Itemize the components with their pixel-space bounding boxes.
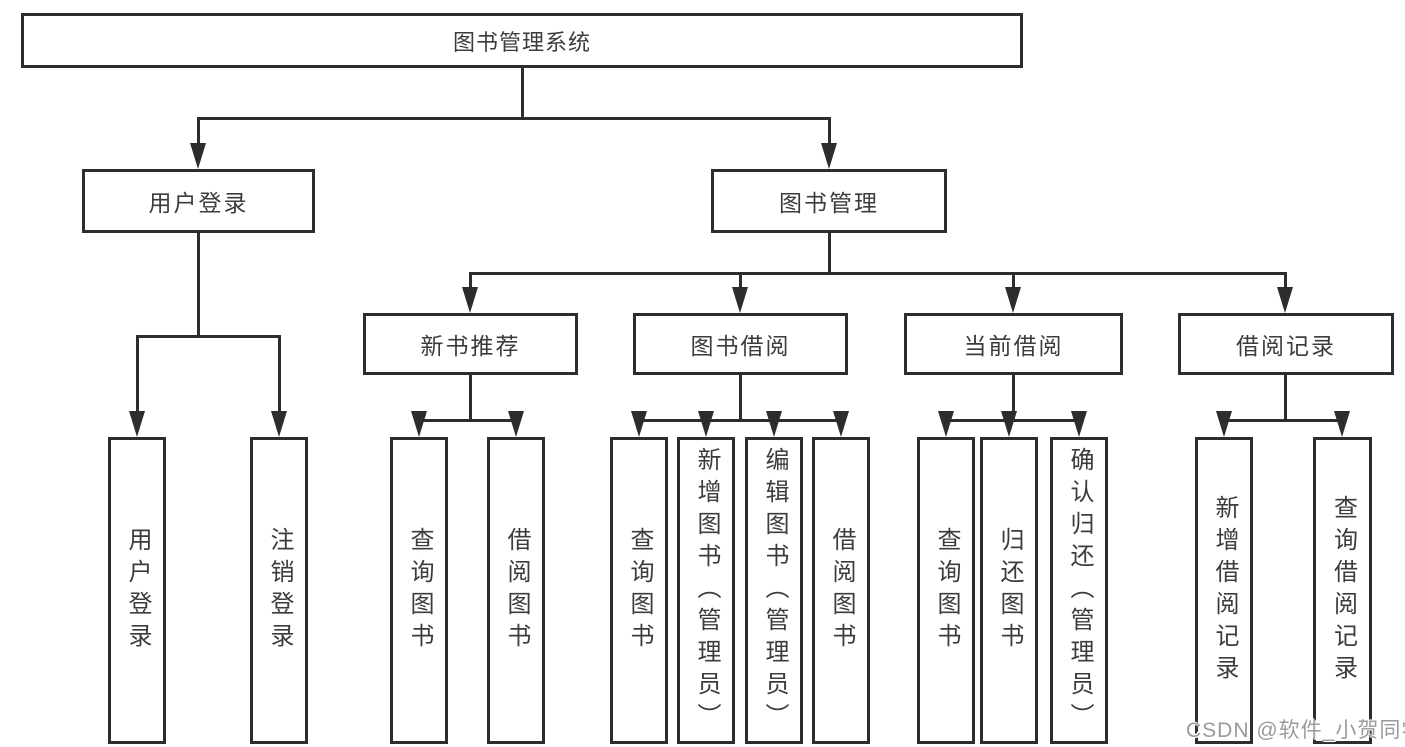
leaf-query-borrow-record: 查询借阅记录	[1313, 437, 1372, 744]
connector-line	[1222, 419, 1344, 422]
leaf-label: 编辑图书（管理员）	[761, 446, 788, 735]
connector-line	[828, 233, 831, 274]
connector-line	[469, 272, 1287, 275]
node-user-login: 用户登录	[82, 169, 315, 233]
leaf-query-books: 查询图书	[390, 437, 448, 744]
connector-line	[278, 335, 281, 415]
node-current-borrowing: 当前借阅	[904, 313, 1123, 375]
leaf-label: 新增图书（管理员）	[693, 446, 720, 735]
connector-line	[136, 335, 139, 415]
leaf-add-borrow-record: 新增借阅记录	[1195, 437, 1253, 744]
leaf-label: 查询借阅记录	[1329, 494, 1357, 687]
node-label: 用户登录	[148, 190, 249, 216]
node-borrowing-records: 借阅记录	[1178, 313, 1394, 375]
arrowhead-icon	[1005, 287, 1021, 313]
node-label: 当前借阅	[963, 333, 1064, 359]
arrowhead-icon	[698, 411, 714, 437]
connector-line	[197, 233, 200, 337]
connector-line	[197, 117, 831, 120]
leaf-label: 新增借阅记录	[1211, 494, 1238, 687]
arrowhead-icon	[508, 411, 524, 437]
leaf-label: 归还图书	[996, 526, 1023, 655]
leaf-confirm-return-admin: 确认归还（管理员）	[1050, 437, 1108, 744]
connector-line	[469, 375, 472, 422]
leaf-label: 借阅图书	[503, 526, 530, 655]
leaf-label: 确认归还（管理员）	[1066, 446, 1093, 735]
leaf-borrow-books: 借阅图书	[487, 437, 545, 744]
arrowhead-icon	[1071, 411, 1087, 437]
leaf-edit-books-admin: 编辑图书（管理员）	[745, 437, 803, 744]
arrowhead-icon	[1001, 411, 1017, 437]
arrowhead-icon	[1334, 411, 1350, 437]
connector-line	[521, 66, 524, 119]
arrowhead-icon	[129, 411, 145, 437]
connector-line	[637, 419, 843, 422]
node-label: 图书借阅	[690, 333, 791, 359]
arrowhead-icon	[1277, 287, 1293, 313]
connector-line	[1284, 375, 1287, 422]
leaf-user-login: 用户登录	[108, 437, 166, 744]
connector-line	[197, 117, 200, 147]
arrowhead-icon	[821, 143, 837, 169]
node-label: 新书推荐	[420, 333, 521, 359]
connector-line	[739, 375, 742, 422]
connector-line	[469, 272, 472, 292]
arrowhead-icon	[766, 411, 782, 437]
arrowhead-icon	[1216, 411, 1232, 437]
node-label: 借阅记录	[1236, 333, 1336, 359]
connector-line	[828, 117, 831, 147]
node-root-book-management-system: 图书管理系统	[21, 13, 1023, 68]
connector-line	[1012, 375, 1015, 422]
arrowhead-icon	[938, 411, 954, 437]
leaf-label: 查询图书	[406, 526, 433, 655]
leaf-label: 查询图书	[626, 526, 653, 655]
arrowhead-icon	[271, 411, 287, 437]
arrowhead-icon	[732, 287, 748, 313]
leaf-return-books: 归还图书	[980, 437, 1038, 744]
connector-line	[417, 419, 518, 422]
node-book-borrowing: 图书借阅	[633, 313, 848, 375]
leaf-label: 用户登录	[124, 526, 151, 655]
connector-line	[1012, 272, 1015, 292]
node-label: 图书管理	[779, 190, 879, 216]
connector-line	[136, 335, 280, 338]
node-label: 图书管理系统	[452, 29, 591, 55]
leaf-label: 查询图书	[933, 526, 960, 655]
arrowhead-icon	[411, 411, 427, 437]
arrowhead-icon	[462, 287, 478, 313]
leaf-label: 注销登录	[266, 526, 293, 655]
leaf-query-books: 查询图书	[917, 437, 975, 744]
leaf-borrow-books: 借阅图书	[812, 437, 870, 744]
node-new-book-recommend: 新书推荐	[363, 313, 578, 375]
node-book-management: 图书管理	[711, 169, 947, 233]
csdn-watermark: CSDN @软件_小贺同学	[1186, 719, 1405, 742]
arrowhead-icon	[190, 143, 206, 169]
connector-line	[1284, 272, 1287, 292]
leaf-query-books: 查询图书	[610, 437, 668, 744]
connector-line	[739, 272, 742, 292]
arrowhead-icon	[631, 411, 647, 437]
leaf-add-books-admin: 新增图书（管理员）	[677, 437, 735, 744]
leaf-logout: 注销登录	[250, 437, 308, 744]
leaf-label: 借阅图书	[828, 526, 855, 655]
arrowhead-icon	[833, 411, 849, 437]
